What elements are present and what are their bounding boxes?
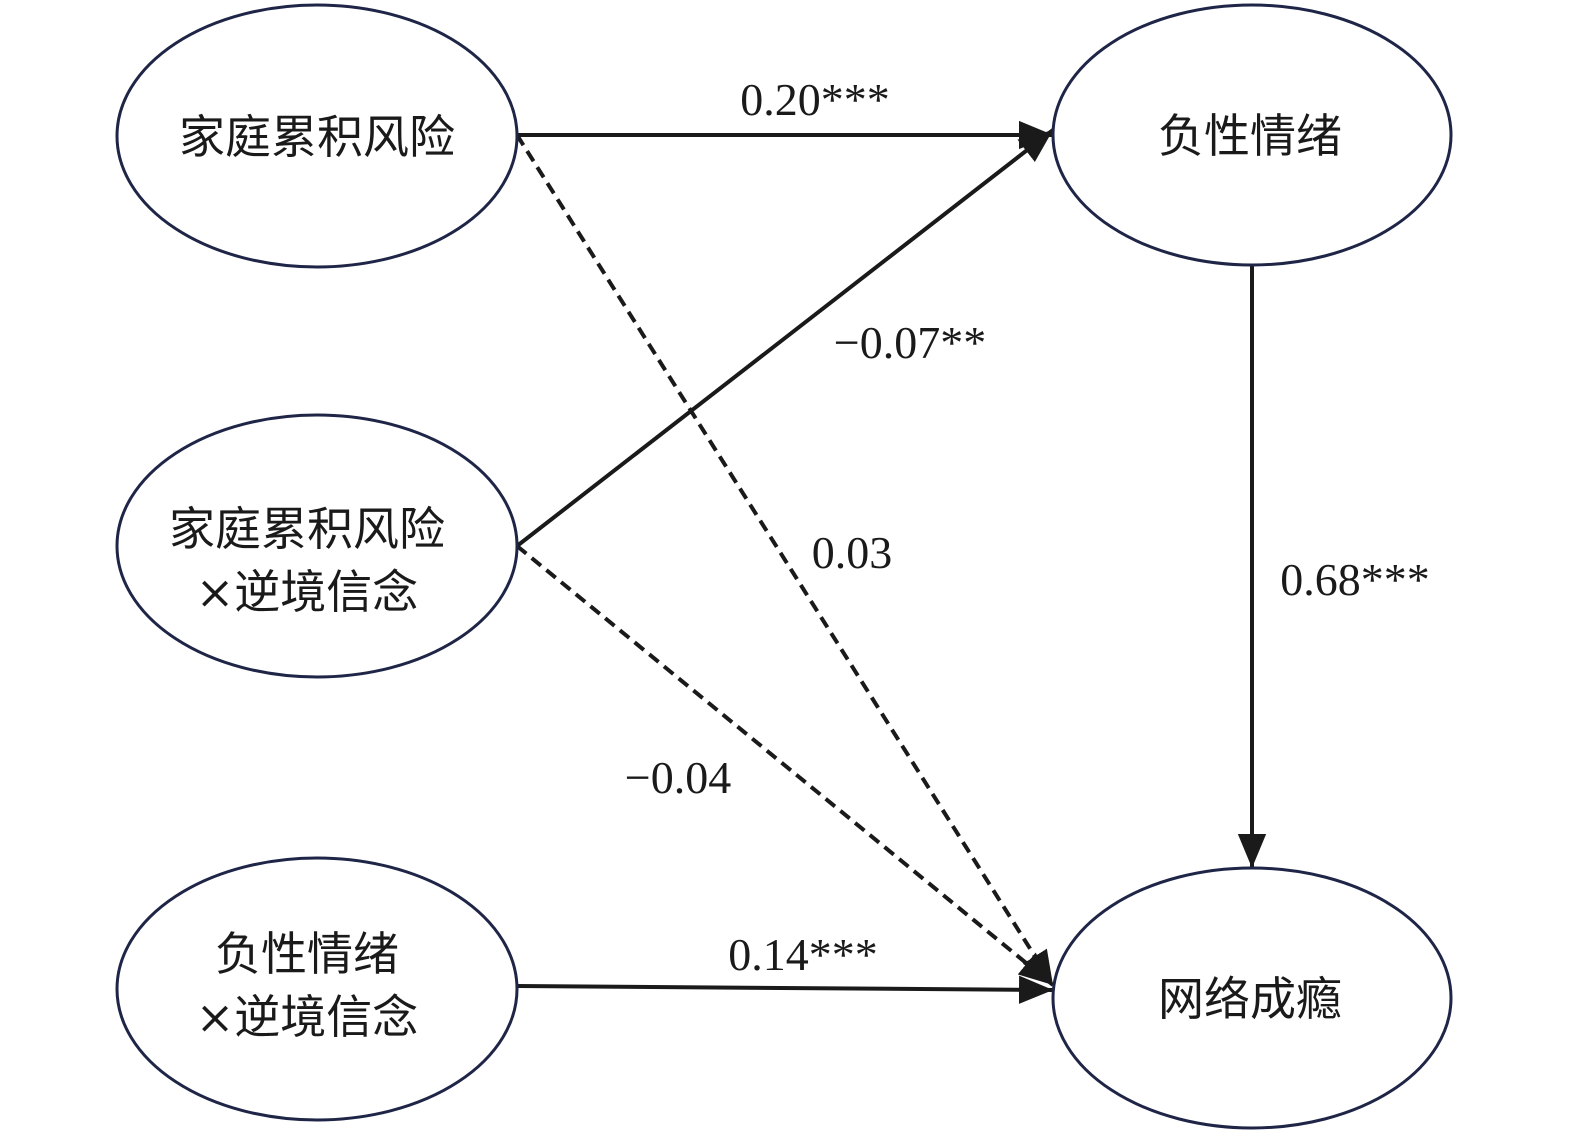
- node-label: 负性情绪: [1158, 109, 1342, 163]
- coef-emotion-to-addiction: 0.68***: [1280, 554, 1430, 605]
- node-label-line1: 负性情绪: [215, 927, 399, 981]
- node-internet-addiction: 网络成瘾: [1051, 866, 1453, 1130]
- path-neg-interaction-to-addiction: [516, 975, 1054, 1004]
- node-label: 家庭累积风险: [179, 110, 455, 164]
- node-risk-x-belief: 家庭累积风险 ×逆境信念: [115, 413, 519, 679]
- node-family-risk: 家庭累积风险: [115, 3, 519, 269]
- path-interaction-to-emotion: [515, 128, 1055, 548]
- node-label-line1: 家庭累积风险: [169, 502, 445, 556]
- node-negative-emotion: 负性情绪: [1051, 3, 1453, 267]
- coef-neg-interaction-to-addiction: 0.14***: [728, 929, 878, 980]
- node-label-line2: ×逆境信念: [196, 990, 419, 1044]
- coef-interaction-to-emotion: −0.07**: [834, 317, 986, 368]
- coef-risk-to-addiction: 0.03: [812, 527, 893, 578]
- coef-risk-to-emotion: 0.20***: [740, 74, 890, 125]
- path-risk-to-addiction: [515, 133, 1055, 987]
- node-neg-x-belief: 负性情绪 ×逆境信念: [115, 856, 519, 1122]
- path-interaction-to-addiction: [515, 544, 1055, 987]
- node-label: 网络成瘾: [1158, 972, 1342, 1026]
- coef-interaction-to-addiction: −0.04: [625, 752, 731, 803]
- node-label-line2: ×逆境信念: [196, 565, 419, 619]
